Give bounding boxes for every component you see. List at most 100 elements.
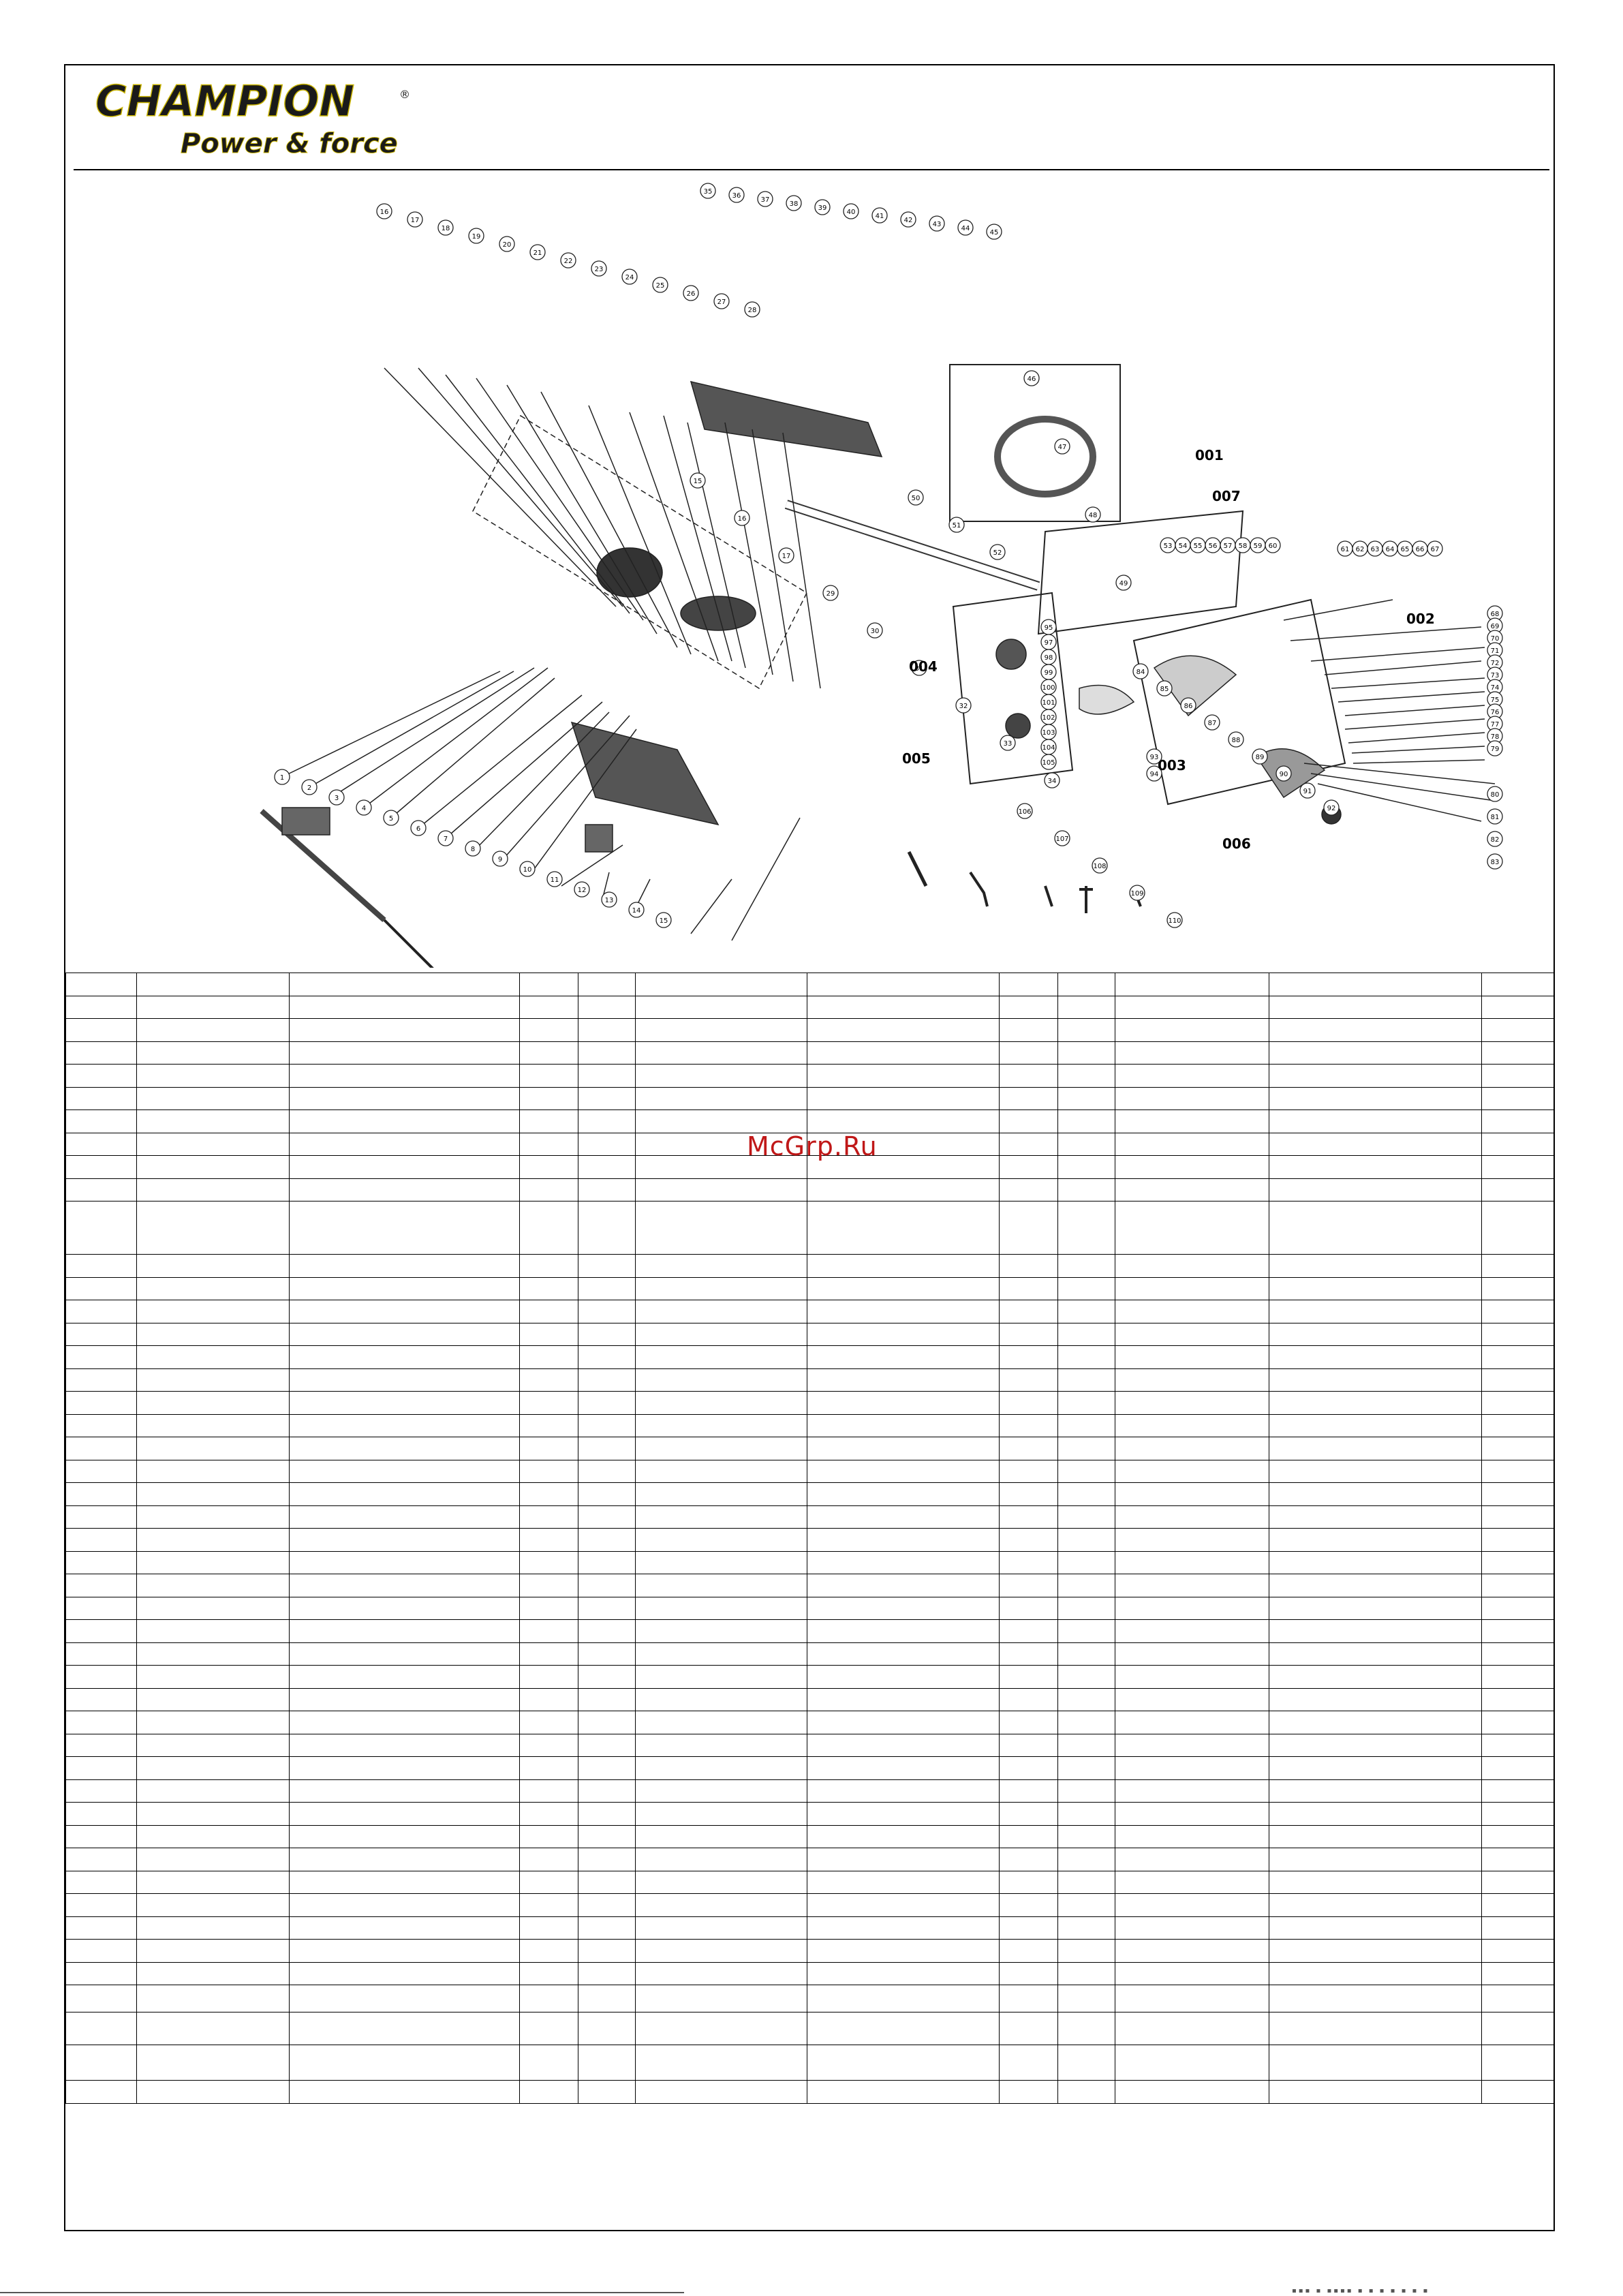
- parts-table-body: [65, 973, 1554, 2104]
- table-cell: [635, 1870, 807, 1894]
- table-row: [65, 1201, 1554, 1255]
- callout-102: 102: [1040, 709, 1057, 725]
- callout-5: 5: [383, 810, 399, 826]
- table-row: [65, 2045, 1554, 2081]
- callout-26: 26: [683, 285, 699, 301]
- table-cell: [1057, 2045, 1115, 2081]
- callout-100: 100: [1040, 679, 1057, 695]
- callout-10: 10: [519, 861, 536, 877]
- table-row: [65, 1687, 1554, 1711]
- table-cell: [1057, 1916, 1115, 1940]
- table-cell: [1481, 1413, 1554, 1437]
- table-cell: [807, 1642, 1000, 1666]
- table-cell: [289, 1086, 520, 1110]
- table-cell: [578, 1733, 636, 1757]
- table-cell: [289, 2045, 520, 2081]
- table-cell: [1269, 1109, 1482, 1133]
- table-cell: [289, 1870, 520, 1894]
- table-cell: [65, 1391, 137, 1415]
- table-cell: [635, 1254, 807, 1278]
- svg-text:50: 50: [912, 495, 921, 502]
- table-cell: [807, 1300, 1000, 1323]
- table-cell: [1269, 1802, 1482, 1826]
- svg-text:61: 61: [1341, 546, 1350, 553]
- callout-layer: 1234567891011121314151617181920212223242…: [274, 183, 1503, 928]
- table-cell: [1481, 995, 1554, 1019]
- table-cell: [807, 1413, 1000, 1437]
- table-cell: [1269, 1870, 1482, 1894]
- table-cell: [1269, 2012, 1482, 2045]
- callout-109: 109: [1129, 885, 1145, 901]
- table-cell: [136, 1665, 290, 1689]
- table-cell: [1115, 1848, 1269, 1871]
- svg-text:10: 10: [523, 866, 532, 874]
- table-cell: [999, 1276, 1058, 1300]
- table-cell: [578, 1870, 636, 1894]
- table-cell: [999, 1916, 1058, 1940]
- table-cell: [1269, 1132, 1482, 1156]
- table-cell: [289, 1413, 520, 1437]
- table-cell: [65, 1300, 137, 1323]
- table-cell: [65, 1961, 137, 1985]
- table-cell: [519, 1018, 578, 1042]
- svg-text:95: 95: [1045, 624, 1053, 632]
- table-cell: [807, 1733, 1000, 1757]
- table-cell: [807, 1086, 1000, 1110]
- table-cell: [1115, 1642, 1269, 1666]
- table-cell: [136, 1893, 290, 1917]
- table-cell: [999, 1687, 1058, 1711]
- table-cell: [1481, 1687, 1554, 1711]
- table-cell: [999, 1848, 1058, 1871]
- table-cell: [999, 1109, 1058, 1133]
- table-cell: [807, 1276, 1000, 1300]
- table-cell: [519, 1848, 578, 1871]
- svg-text:90: 90: [1280, 771, 1288, 778]
- svg-text:7: 7: [444, 836, 448, 843]
- svg-text:15: 15: [694, 478, 702, 485]
- table-cell: [1115, 1779, 1269, 1803]
- table-cell: [578, 1276, 636, 1300]
- table-cell: [807, 1665, 1000, 1689]
- table-cell: [635, 2012, 807, 2045]
- table-cell: [578, 1368, 636, 1392]
- callout-24: 24: [621, 269, 638, 285]
- table-row: [65, 1985, 1554, 2012]
- svg-text:13: 13: [605, 897, 614, 904]
- table-cell: [519, 1322, 578, 1346]
- table-cell: [1481, 1779, 1554, 1803]
- table-cell: [999, 1041, 1058, 1065]
- table-cell: [807, 1985, 1000, 2012]
- table-cell: [1481, 1665, 1554, 1689]
- table-cell: [635, 1041, 807, 1065]
- table-cell: [65, 1711, 137, 1734]
- table-cell: [289, 1437, 520, 1460]
- table-cell: [65, 1505, 137, 1529]
- table-cell: [289, 1550, 520, 1574]
- table-row: [65, 1619, 1554, 1643]
- table-cell: [635, 1733, 807, 1757]
- table-cell: [1481, 1086, 1554, 1110]
- table-cell: [1115, 1939, 1269, 1963]
- table-cell: [136, 1619, 290, 1643]
- table-cell: [1057, 1574, 1115, 1597]
- table-cell: [289, 1322, 520, 1346]
- table-cell: [289, 1254, 520, 1278]
- table-cell: [578, 2012, 636, 2045]
- table-row: [65, 1391, 1554, 1415]
- table-cell: [519, 1086, 578, 1110]
- table-cell: [578, 1482, 636, 1506]
- svg-text:3: 3: [335, 795, 339, 802]
- table-cell: [578, 1687, 636, 1711]
- table-cell: [1115, 1459, 1269, 1483]
- table-cell: [807, 1848, 1000, 1871]
- table-cell: [1057, 1345, 1115, 1369]
- table-cell: [519, 1893, 578, 1917]
- table-row: [65, 995, 1554, 1019]
- table-cell: [999, 1961, 1058, 1985]
- table-cell: [1115, 1437, 1269, 1460]
- brand-tagline: Power & force: [181, 128, 398, 159]
- table-cell: [635, 1985, 807, 2012]
- table-cell: [289, 1505, 520, 1529]
- table-cell: [807, 1322, 1000, 1346]
- callout-95: 95: [1040, 619, 1057, 635]
